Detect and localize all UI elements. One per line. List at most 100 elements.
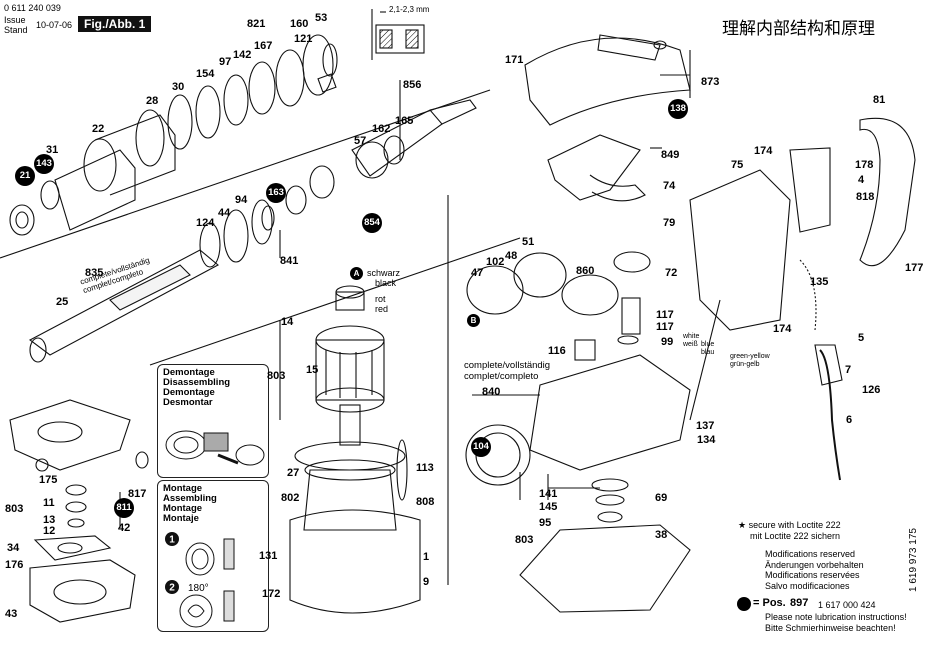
part-callout: 117 bbox=[656, 321, 674, 333]
part-callout: B bbox=[467, 314, 480, 327]
part-callout: 21 bbox=[15, 166, 35, 186]
part-callout: 135 bbox=[810, 276, 829, 288]
wire-label-blau: blau bbox=[701, 349, 715, 356]
leader-lines bbox=[119, 50, 691, 528]
part-callout: 31 bbox=[46, 144, 59, 156]
part-callout: 174 bbox=[754, 145, 773, 157]
part-callout: 162 bbox=[372, 123, 391, 135]
part-callout: 175 bbox=[39, 474, 58, 486]
montage-text-2: Assembling bbox=[163, 493, 217, 504]
part-callout: 138 bbox=[668, 99, 688, 119]
complete-right-line2: complet/completo bbox=[464, 370, 539, 382]
part-callout: 30 bbox=[172, 81, 185, 93]
part-callout: 176 bbox=[5, 559, 24, 571]
part-number: 0 611 240 039 bbox=[4, 3, 61, 13]
part-callout: 4 bbox=[858, 174, 865, 186]
stand-label: Stand bbox=[4, 25, 28, 35]
part-callout: 126 bbox=[862, 384, 881, 396]
part-callout: 44 bbox=[218, 207, 231, 219]
lubrication-dot-icon bbox=[737, 597, 751, 611]
lub-line2: Bitte Schmierhinweise beachten! bbox=[765, 622, 896, 633]
part-callout: 131 bbox=[259, 550, 278, 562]
wire-label-blue: blue bbox=[701, 341, 715, 348]
part-callout: 1 bbox=[423, 551, 430, 563]
part-callout: 27 bbox=[287, 467, 300, 479]
part-callout: 808 bbox=[416, 496, 435, 508]
montage-text-3: Montage bbox=[163, 503, 203, 514]
wire-label-red: red bbox=[375, 304, 389, 314]
part-callout: 143 bbox=[34, 154, 54, 174]
part-callout: 15 bbox=[306, 364, 319, 376]
part-callout: 69 bbox=[655, 492, 668, 504]
part-callout: 57 bbox=[354, 135, 367, 147]
part-callout: 97 bbox=[219, 56, 232, 68]
part-callout: 12 bbox=[43, 525, 56, 537]
part-callout: 6 bbox=[846, 414, 853, 426]
demontage-text-1: Demontage bbox=[163, 367, 215, 378]
part-callout: 811 bbox=[114, 498, 134, 518]
wire-label-green-yellow: green-yellow bbox=[730, 353, 770, 360]
montage-text-1: Montage bbox=[163, 483, 203, 494]
complete-right-line1: complete/vollständig bbox=[464, 360, 551, 371]
demontage-text-4: Desmontar bbox=[163, 397, 213, 408]
part-callout: 163 bbox=[266, 183, 286, 203]
wire-label-white: white bbox=[683, 333, 700, 340]
part-callout: 5 bbox=[858, 332, 865, 344]
part-callout: 154 bbox=[196, 68, 215, 80]
part-callout: 141 bbox=[539, 488, 558, 500]
lubrication-note: Please note lubrication instructions! Bi… bbox=[765, 612, 907, 633]
modifications-note: Modifications reserved Änderungen vorbeh… bbox=[765, 549, 864, 591]
loctite-line2: mit Loctite 222 sichern bbox=[750, 530, 841, 541]
part-callout: 113 bbox=[416, 462, 434, 474]
part-callout: 11 bbox=[43, 497, 55, 509]
part-callout: 860 bbox=[576, 265, 595, 277]
part-callout: 856 bbox=[403, 79, 422, 91]
part-callout: 171 bbox=[505, 54, 524, 66]
part-callout: 821 bbox=[247, 18, 266, 30]
wire-label-schwarz: schwarz bbox=[367, 268, 401, 278]
loctite-note: ★ secure with Loctite 222 mit Loctite 22… bbox=[738, 520, 841, 541]
demontage-panel: Demontage Disassembling Demontage Desmon… bbox=[157, 364, 269, 478]
tool-holder-parts bbox=[9, 34, 338, 236]
part-callout: 803 bbox=[267, 370, 286, 382]
part-callout: 28 bbox=[146, 95, 159, 107]
doc-number: 1 619 973 175 bbox=[908, 528, 919, 592]
part-callout: 818 bbox=[856, 191, 875, 203]
part-callout: 72 bbox=[665, 267, 678, 279]
montage-text-4: Montaje bbox=[163, 513, 199, 524]
svg-text:2: 2 bbox=[169, 583, 175, 594]
demontage-illustration bbox=[165, 430, 265, 466]
divider-line-lower bbox=[149, 237, 521, 366]
part-callout: 38 bbox=[655, 529, 668, 541]
complete-label-right: complete/vollständig complet/completo bbox=[464, 360, 551, 382]
part-callout: 9 bbox=[423, 576, 430, 588]
svg-text:180°: 180° bbox=[188, 583, 209, 594]
part-callout: 841 bbox=[280, 255, 299, 267]
seal-inset bbox=[375, 24, 425, 54]
part-callout: 13 bbox=[43, 514, 56, 526]
part-callout: 137 bbox=[696, 420, 715, 432]
part-callout: 95 bbox=[539, 517, 552, 529]
part-callout: 849 bbox=[661, 149, 680, 161]
pos-label: = Pos. bbox=[753, 597, 786, 609]
handle-and-cord bbox=[689, 117, 916, 481]
part-callout: 142 bbox=[233, 49, 252, 61]
wire-label-black: black bbox=[375, 278, 397, 288]
pos-number: 897 bbox=[790, 597, 809, 609]
loctite-line1: ★ secure with Loctite 222 bbox=[738, 520, 841, 530]
demontage-text-2: Disassembling bbox=[163, 377, 231, 388]
chinese-title: 理解内部结构和原理 bbox=[722, 19, 875, 39]
part-callout: 835 bbox=[85, 267, 104, 279]
demontage-text-3: Demontage bbox=[163, 387, 215, 398]
part-callout: 79 bbox=[663, 217, 676, 229]
part-callout: 803 bbox=[515, 534, 534, 546]
part-callout: 99 bbox=[661, 336, 674, 348]
dimension-label: 2,1-2,3 mm bbox=[389, 5, 430, 14]
part-callout: 172 bbox=[262, 588, 281, 600]
part-callout: 7 bbox=[845, 364, 852, 376]
divider-line-upper bbox=[0, 89, 491, 259]
part-callout: 116 bbox=[548, 345, 566, 357]
part-callout: 75 bbox=[731, 159, 744, 171]
issue-label: Issue bbox=[4, 15, 26, 25]
